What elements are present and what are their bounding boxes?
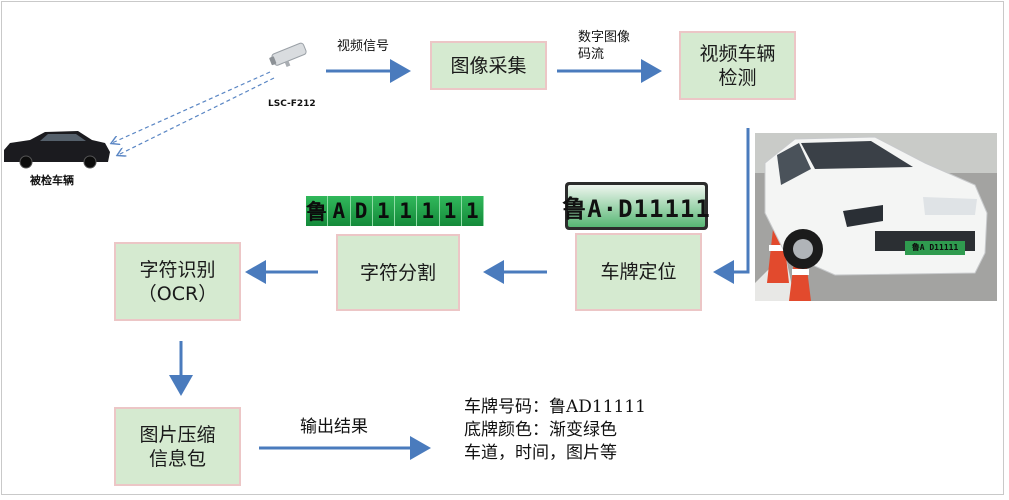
- camera-icon: [269, 42, 307, 68]
- located-plate-text: 鲁A·D11111: [562, 185, 710, 227]
- camera-ray-1: [112, 71, 271, 143]
- label-output: 输出结果: [300, 417, 368, 437]
- car-icon: [4, 131, 110, 169]
- label-digital-stream: 数字图像 码流: [578, 30, 631, 62]
- node-plate-location: 车牌定位: [575, 233, 702, 311]
- plate-char: 1: [417, 196, 440, 226]
- node-char-recognition: 字符识别 （OCR）: [114, 242, 241, 321]
- camera-ray-2: [118, 77, 275, 155]
- car-photo-illustration: [755, 133, 997, 301]
- node-compress-package: 图片压缩 信息包: [114, 407, 241, 486]
- output-result: 车牌号码：鲁AD11111 底牌颜色：渐变绿色 车道，时间，图片等: [464, 396, 646, 465]
- plate-char: D: [350, 196, 373, 226]
- car-photo: 鲁A D11111: [755, 133, 997, 301]
- plate-char: A: [328, 196, 351, 226]
- plate-char: 1: [372, 196, 395, 226]
- label-video-signal: 视频信号: [337, 39, 390, 54]
- located-plate: 鲁A·D11111: [562, 182, 710, 230]
- result-plate-number: 车牌号码：鲁AD11111: [464, 397, 646, 417]
- segmented-plate: 鲁 A D 1 1 1 1 1: [306, 196, 484, 226]
- label-vehicle: 被检车辆: [30, 174, 74, 187]
- plate-char: 1: [461, 196, 484, 226]
- result-plate-color: 底牌颜色：渐变绿色: [464, 420, 617, 440]
- plate-char: 1: [395, 196, 418, 226]
- result-extra-info: 车道，时间，图片等: [464, 443, 617, 463]
- label-camera-model: LSC-F212: [268, 99, 316, 109]
- plate-char: 1: [439, 196, 462, 226]
- plate-char: 鲁: [306, 196, 329, 226]
- arrow-detect-to-locate: [713, 128, 750, 284]
- node-vehicle-detection: 视频车辆 检测: [679, 31, 796, 100]
- node-image-capture: 图像采集: [430, 41, 547, 90]
- car-plate-text: 鲁A D11111: [911, 243, 959, 252]
- node-char-segmentation: 字符分割: [336, 234, 460, 311]
